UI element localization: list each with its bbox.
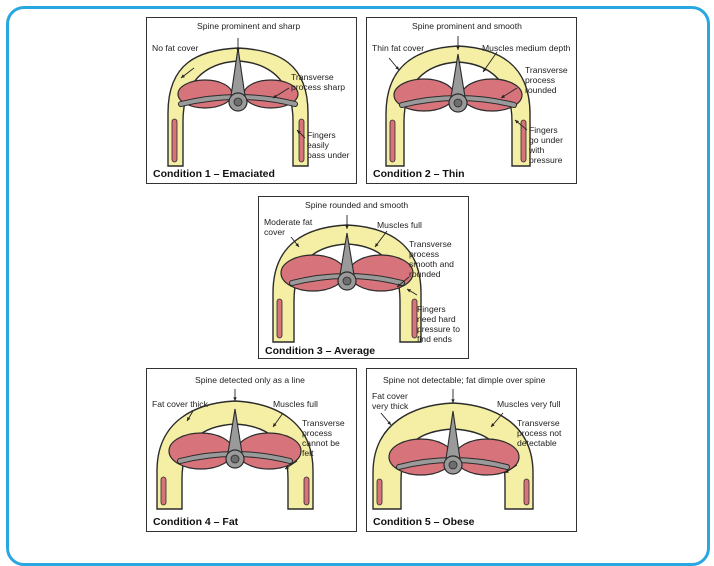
fingers-label: Fingers go under with pressure [529, 125, 563, 165]
panel-condition-3: Spine rounded and smooth Moderate fat co… [258, 196, 469, 359]
fat-label: Fat cover very thick [372, 391, 408, 411]
leg-muscle-right [524, 479, 529, 505]
leg-muscle-left [172, 119, 177, 162]
transverse-process-label: Transverse process smooth and rounded [409, 239, 454, 279]
panel-condition-5: Spine not detectable; fat dimple over sp… [366, 368, 577, 532]
fat-label: Thin fat cover [372, 43, 424, 53]
muscles-label: Muscles very full [497, 399, 561, 409]
muscles-label: Muscles full [377, 220, 422, 230]
panel-condition-1: Spine prominent and sharp No fat cover T… [146, 17, 357, 184]
panel-condition-2: Spine prominent and smooth Thin fat cove… [366, 17, 577, 184]
spinal-canal [449, 461, 457, 469]
spinal-canal [231, 455, 239, 463]
transverse-process-label: Transverse process rounded [525, 65, 568, 95]
spine-label: Spine prominent and sharp [197, 21, 300, 31]
panel-title: Condition 2 – Thin [373, 168, 465, 180]
panel-condition-4: Spine detected only as a line Fat cover … [146, 368, 357, 532]
fingers-label: Fingers easily pass under [307, 130, 350, 160]
fingers-label: Fingers need hard pressure to find ends [417, 304, 460, 344]
leg-muscle-right [299, 119, 304, 162]
spinal-canal [454, 99, 462, 107]
leg-muscle-left [277, 299, 282, 338]
leg-muscle-right [521, 120, 526, 162]
panel-title: Condition 5 – Obese [373, 516, 475, 528]
spine-label: Spine not detectable; fat dimple over sp… [383, 375, 545, 385]
muscles-label: Muscles medium depth [482, 43, 570, 53]
leg-muscle-left [390, 120, 395, 162]
spinal-canal [343, 277, 351, 285]
fat-label: Fat cover thick [152, 399, 208, 409]
panel-title: Condition 4 – Fat [153, 516, 238, 528]
leg-muscle-right [304, 477, 309, 505]
muscles-label: Muscles full [273, 399, 318, 409]
spinal-canal [234, 98, 242, 106]
spine-label: Spine prominent and smooth [412, 21, 522, 31]
leg-muscle-left [377, 479, 382, 505]
fat-label: Moderate fat cover [264, 217, 312, 237]
transverse-process-label: Transverse process not detectable [517, 418, 561, 448]
panel-title: Condition 1 – Emaciated [153, 168, 275, 180]
fat-label: No fat cover [152, 43, 198, 53]
spine-label: Spine rounded and smooth [305, 200, 408, 210]
panel-title: Condition 3 – Average [265, 345, 375, 357]
transverse-process-label: Transverse process sharp [291, 72, 345, 92]
spine-label: Spine detected only as a line [195, 375, 305, 385]
transverse-process-label: Transverse process cannot be felt [302, 418, 345, 458]
leg-muscle-left [161, 477, 166, 505]
